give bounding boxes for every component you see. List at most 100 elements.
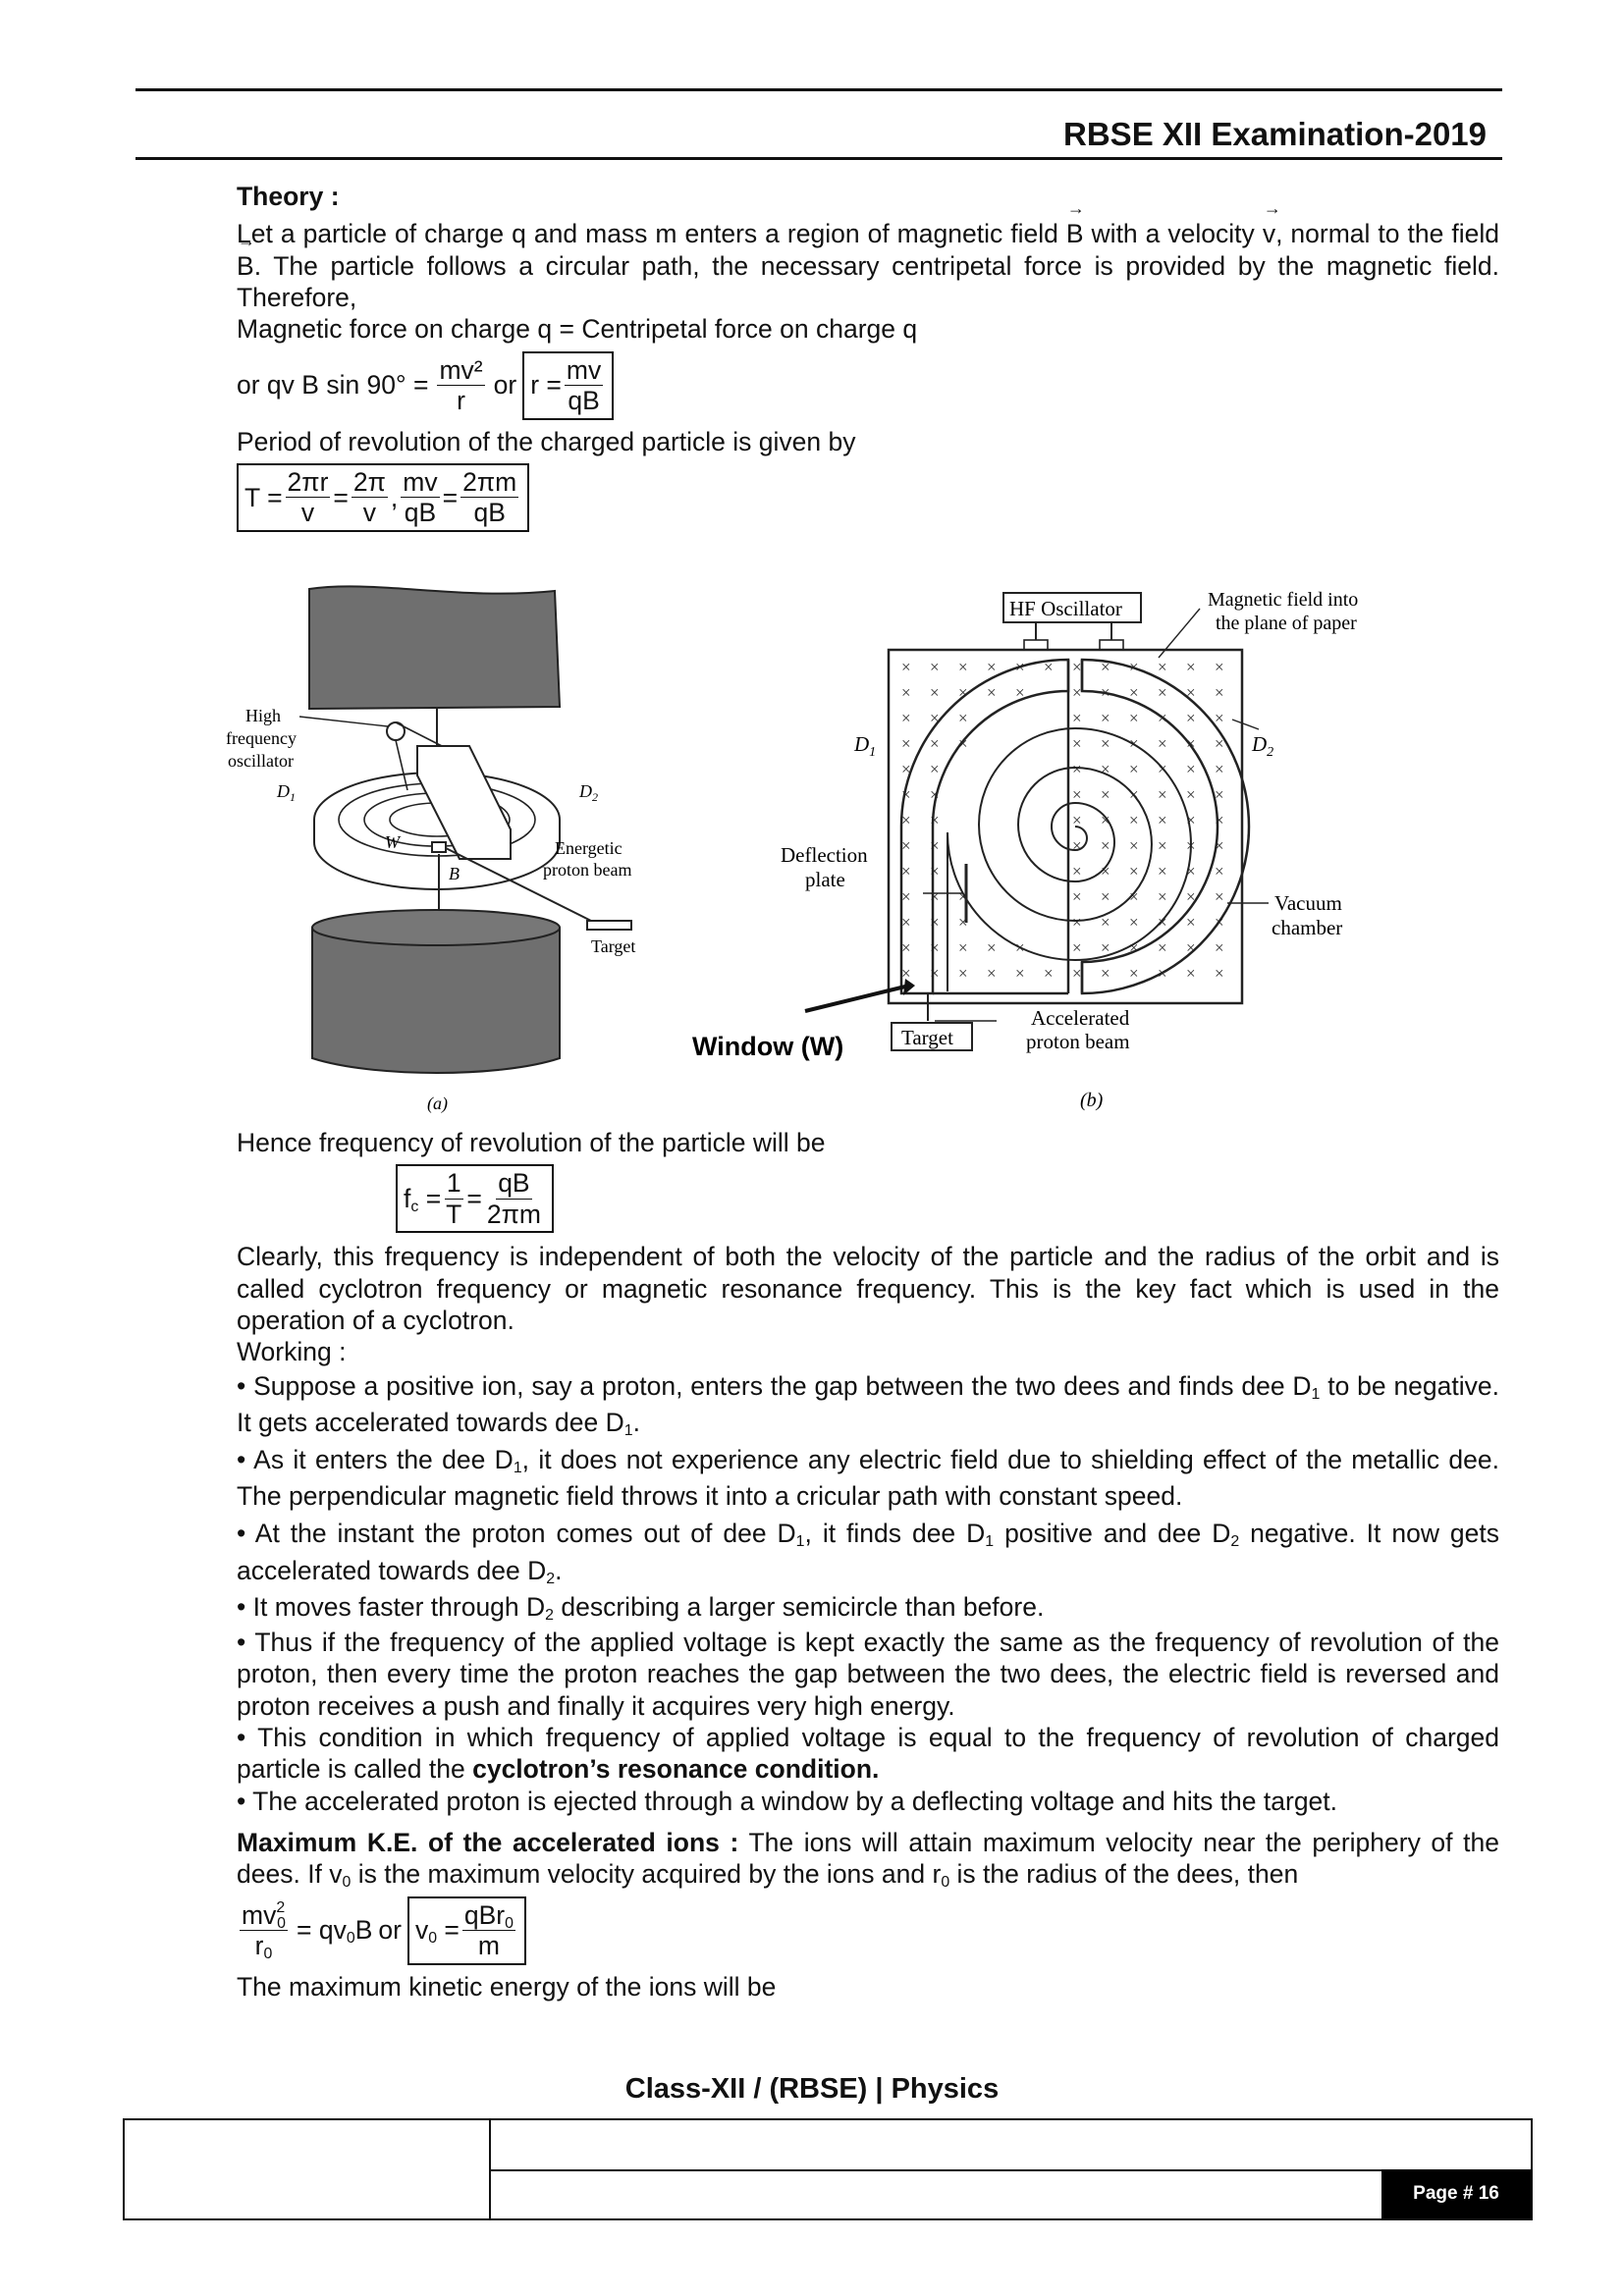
field-x-mark: ×: [930, 964, 940, 983]
field-x-mark: ×: [1158, 862, 1167, 881]
field-x-mark: ×: [930, 938, 940, 957]
field-x-mark: ×: [958, 913, 968, 932]
field-x-mark: ×: [987, 658, 997, 676]
field-x-mark: ×: [1186, 734, 1196, 753]
field-x-mark: ×: [1015, 683, 1025, 702]
working-bullet-3: • At the instant the proton comes out of…: [237, 1519, 1500, 1587]
field-x-mark: ×: [901, 683, 911, 702]
field-x-mark: ×: [1101, 913, 1110, 932]
field-x-mark: ×: [1072, 836, 1082, 855]
field-x-mark: ×: [1215, 811, 1224, 829]
max-ke-paragraph: Maximum K.E. of the accelerated ions : T…: [237, 1827, 1499, 1892]
field-x-mark: ×: [1215, 964, 1224, 983]
field-x-mark: ×: [901, 658, 911, 676]
field-x-mark: ×: [1072, 709, 1082, 727]
field-x-mark: ×: [1129, 887, 1139, 906]
label-oscillator: oscillator: [228, 751, 294, 771]
field-x-mark: ×: [1101, 658, 1110, 676]
field-x-mark: ×: [1158, 683, 1167, 702]
field-x-mark: ×: [1129, 913, 1139, 932]
field-x-mark: ×: [1129, 811, 1139, 829]
working-bullet-1: • Suppose a positive ion, say a proton, …: [237, 1370, 1499, 1440]
field-x-mark: ×: [901, 938, 911, 957]
field-x-mark: ×: [1101, 811, 1110, 829]
frequency-section: Hence frequency of revolution of the par…: [237, 1127, 1499, 2002]
figure-a: High frequency oscillator D1 D2 W B Ener…: [226, 585, 635, 1114]
field-x-mark: ×: [1158, 913, 1167, 932]
field-x-mark: ×: [1129, 683, 1139, 702]
upper-pole: [308, 585, 562, 711]
field-x-mark: ×: [958, 683, 968, 702]
field-x-mark: ×: [901, 760, 911, 778]
field-x-mark: ×: [930, 760, 940, 778]
period-line: Period of revolution of the charged part…: [237, 426, 856, 456]
svg-text:plate: plate: [805, 868, 845, 891]
field-x-mark: ×: [987, 683, 997, 702]
caption-a: (a): [427, 1094, 448, 1114]
max-ke-last: The maximum kinetic energy of the ions w…: [237, 1971, 777, 2002]
field-x-mark: ×: [930, 734, 940, 753]
svg-text:Deflection: Deflection: [781, 843, 868, 867]
field-x-mark: ×: [987, 938, 997, 957]
theory-intro: Let a particle of charge q and mass m en…: [237, 198, 1499, 313]
field-x-mark: ×: [1015, 964, 1025, 983]
field-x-mark: ×: [1072, 683, 1082, 702]
field-x-mark: ×: [1101, 887, 1110, 906]
field-x-mark: ×: [1158, 734, 1167, 753]
field-x-mark: ×: [930, 709, 940, 727]
label-b: B: [449, 864, 460, 883]
footer-class-title: Class-XII / (RBSE) | Physics: [624, 2073, 1000, 2105]
svg-text:D1: D1: [853, 732, 876, 760]
field-x-mark: ×: [901, 836, 911, 855]
working-bullet-2: • As it enters the dee D1, it does not e…: [237, 1444, 1499, 1512]
field-x-mark: ×: [1215, 938, 1224, 957]
svg-text:the plane of paper: the plane of paper: [1216, 613, 1357, 634]
svg-text:D1: D1: [276, 781, 296, 804]
field-x-mark: ×: [958, 709, 968, 727]
field-x-mark: ×: [1186, 938, 1196, 957]
field-x-mark: ×: [901, 709, 911, 727]
field-x-mark: ×: [1044, 964, 1054, 983]
field-x-mark: ×: [1101, 785, 1110, 804]
field-x-mark: ×: [1158, 938, 1167, 957]
field-x-mark: ×: [1072, 913, 1082, 932]
svg-text:HF Oscillator: HF Oscillator: [1009, 597, 1122, 620]
field-x-mark: ×: [1215, 709, 1224, 727]
field-x-mark: ×: [1186, 811, 1196, 829]
field-x-mark: ×: [958, 734, 968, 753]
field-x-mark: ×: [1072, 785, 1082, 804]
field-x-mark: ×: [1072, 887, 1082, 906]
field-x-mark: ×: [930, 683, 940, 702]
footer-divider: [491, 2169, 1531, 2171]
field-x-mark: ×: [1186, 683, 1196, 702]
field-x-mark: ×: [901, 811, 911, 829]
field-x-mark: ×: [1129, 760, 1139, 778]
field-x-mark: ×: [1186, 658, 1196, 676]
field-x-mark: ×: [1186, 887, 1196, 906]
field-x-mark: ×: [1186, 785, 1196, 804]
field-x-mark: ×: [1158, 887, 1167, 906]
label-frequency: frequency: [226, 728, 297, 748]
svg-text:Magnetic field into: Magnetic field into: [1208, 589, 1358, 611]
working-bullet-7: • The accelerated proton is ejected thro…: [237, 1786, 1338, 1816]
field-x-mark: ×: [1101, 709, 1110, 727]
label-window: Window (W): [692, 1032, 843, 1061]
header-bottom-rule: [135, 157, 1502, 160]
field-x-mark: ×: [1215, 658, 1224, 676]
svg-text:chamber: chamber: [1272, 916, 1342, 939]
field-x-mark: ×: [958, 887, 968, 906]
header-top-rule: [135, 88, 1502, 91]
field-x-mark: ×: [1186, 760, 1196, 778]
field-x-mark: ×: [1101, 938, 1110, 957]
field-x-mark: ×: [1044, 658, 1054, 676]
field-x-mark: ×: [1129, 938, 1139, 957]
hf-oscillator-box: [1002, 592, 1142, 623]
label-d1: D: [276, 781, 290, 801]
label-high: High: [245, 706, 281, 725]
field-x-mark: ×: [1186, 709, 1196, 727]
